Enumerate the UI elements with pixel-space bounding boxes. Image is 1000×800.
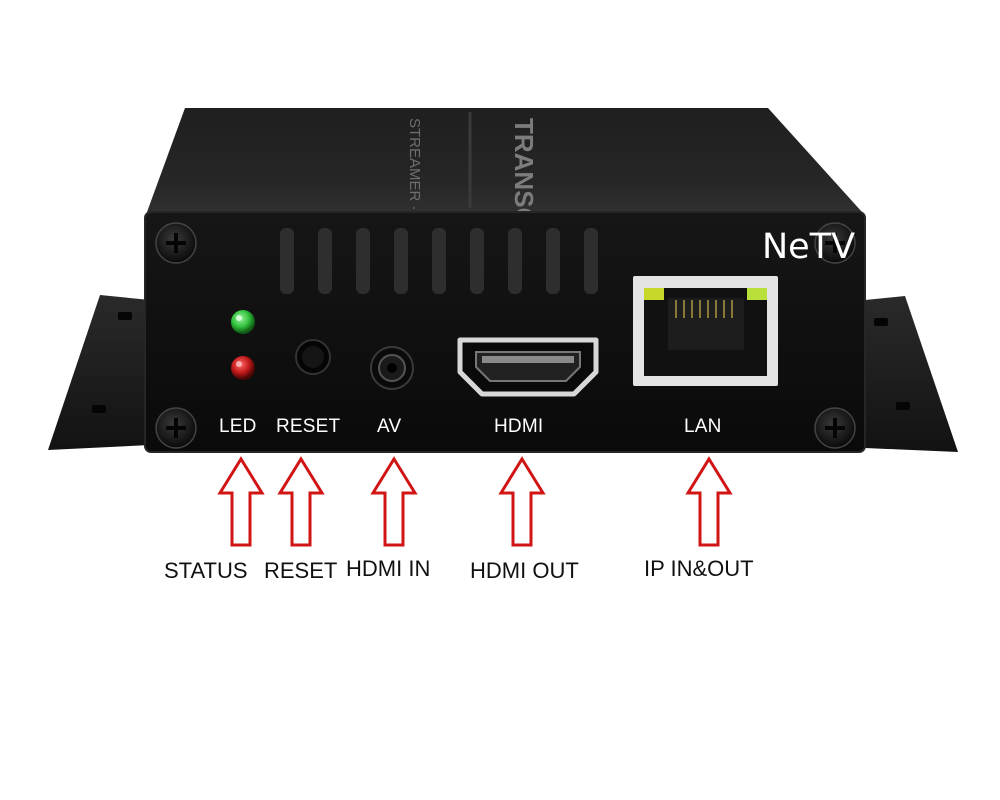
- ventilation-slots: [280, 228, 598, 294]
- front-panel: NeTV LED RESET AV HDMI LAN: [144, 211, 866, 453]
- panel-label-av: AV: [377, 416, 401, 437]
- av-jack[interactable]: [370, 346, 414, 390]
- brand-logo: NeTV: [762, 227, 855, 267]
- status-led-red: [231, 356, 255, 380]
- callout-hdmi-in: HDMI IN: [346, 556, 430, 581]
- screw-icon: [155, 222, 197, 264]
- arrow-up-icon: [217, 456, 265, 547]
- arrow-up-icon: [685, 456, 733, 547]
- screw-icon: [814, 407, 856, 449]
- lan-port[interactable]: [633, 276, 778, 386]
- callout-ip-in-out: IP IN&OUT: [644, 556, 754, 581]
- reset-button[interactable]: [295, 339, 331, 375]
- panel-label-lan: LAN: [684, 416, 722, 437]
- callout-reset: RESET: [264, 558, 337, 583]
- panel-label-reset: RESET: [276, 416, 341, 437]
- panel-label-hdmi: HDMI: [494, 416, 543, 437]
- screw-icon: [814, 222, 856, 264]
- arrow-up-icon: [498, 456, 546, 547]
- mounting-flange-right: [865, 296, 958, 452]
- callout-status: STATUS: [164, 558, 248, 583]
- mounting-flange-left: [48, 295, 150, 450]
- status-led-green: [231, 310, 255, 334]
- screw-icon: [155, 407, 197, 449]
- callout-hdmi-out: HDMI OUT: [470, 558, 579, 583]
- arrow-up-icon: [277, 456, 325, 547]
- arrow-up-icon: [370, 456, 418, 547]
- lan-led-left: [644, 288, 664, 300]
- lan-led-right: [747, 288, 767, 300]
- hdmi-port[interactable]: [457, 337, 599, 397]
- panel-label-led: LED: [219, 416, 257, 437]
